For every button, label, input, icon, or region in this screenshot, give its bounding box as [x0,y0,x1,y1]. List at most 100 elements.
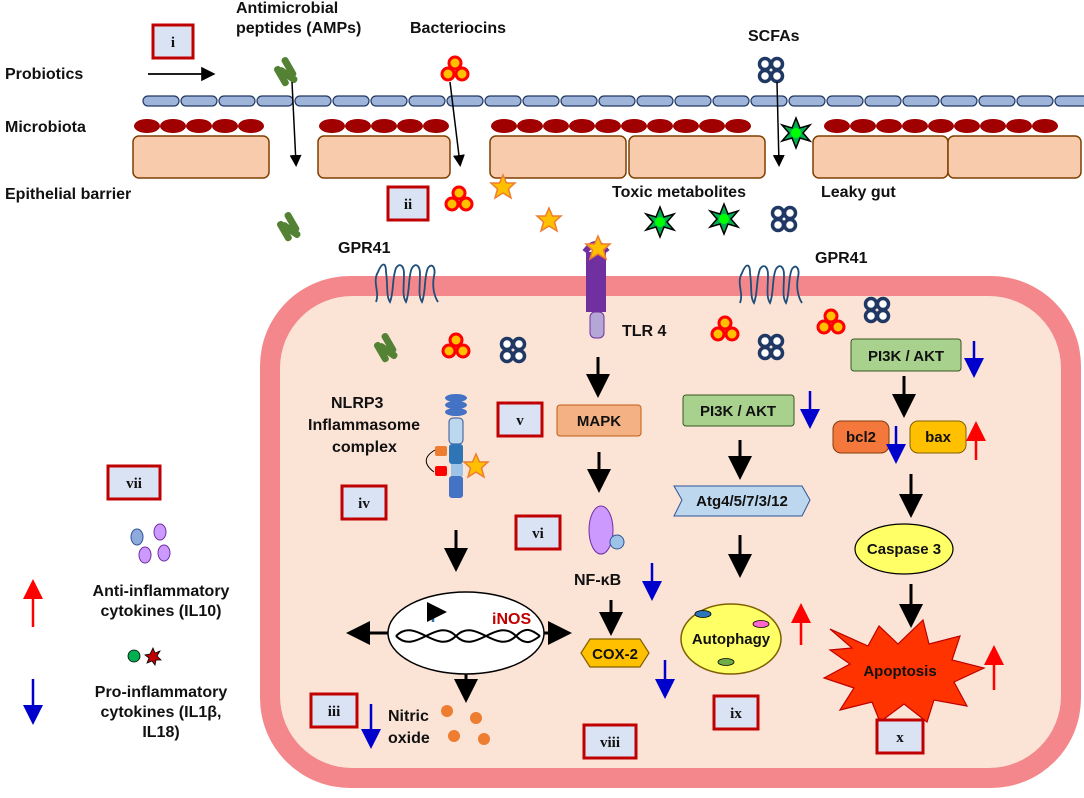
roman-box-iii: iii [309,692,359,729]
probiotics-label: Probiotics [5,66,83,83]
pro-inflammatory-label-line3: IL18) [142,724,179,741]
microbiota-bacterium [850,119,876,133]
amp-molecule-icon [272,55,299,88]
nitric-oxide-label-line2: oxide [388,730,430,747]
pi3k-akt-right-label: PI3K / AKT [868,348,944,365]
membrane-segment [1016,95,1054,107]
bcl2-label: bcl2 [846,429,876,446]
roman-box-v: v [496,401,544,438]
epithelial-barrier-cells [132,135,1082,179]
microbiota-bacterium [876,119,902,133]
scfa-entry-arrow [772,81,785,167]
membrane-segment [864,95,902,107]
microbiota-bacterium [595,119,621,133]
microbiota-bacterium [569,119,595,133]
amp-molecule-icon [275,210,302,243]
pi3k-akt-middle-label: PI3K / AKT [700,403,776,420]
membrane-segment [636,95,674,107]
svg-text:x: x [896,730,904,746]
atg-box [673,485,811,517]
microbiota-bacterium [212,119,238,133]
gpr41-right-label: GPR41 [815,250,868,267]
roman-box-vi: vi [514,514,562,551]
pro-inflammatory-label-line2: cytokines (IL1β, [101,704,222,721]
microbiota-bacterium [517,119,543,133]
microbiota-bacterium [824,119,850,133]
scfas-label: SCFAs [748,28,800,45]
atg-label: Atg4/5/7/3/12 [696,493,788,510]
autophagy-label: Autophagy [692,631,771,648]
microbiota-bacterium [543,119,569,133]
microbiota-bacterium [397,119,423,133]
caspase3-icon [854,523,954,575]
membrane-segment [218,95,256,107]
membrane-segment [370,95,408,107]
svg-text:iii: iii [328,704,341,720]
nfkb-icon [588,505,625,555]
roman-box-ii: ii [386,185,430,222]
inos-dna-icon [387,591,545,675]
nlrp3-label-line1: NLRP3 [331,395,384,412]
cox2-label: COX-2 [592,646,638,663]
autophagy-icon [680,603,782,675]
microbiota-bacterium [902,119,928,133]
bax-label: bax [925,429,952,446]
apoptosis-label: Apoptosis [863,663,936,680]
roman-box-iv: iv [340,484,388,521]
anti-inflammatory-label-line2: cytokines (IL10) [101,603,222,620]
nlrp3-inflammasome-icon [425,394,467,498]
membrane-segment [712,95,750,107]
microbiota-layer [134,119,1058,133]
toxic-metabolite-icon [781,117,811,149]
star-icon [536,207,562,232]
svg-text:iv: iv [358,496,370,512]
svg-text:ix: ix [730,706,742,722]
membrane-segment [978,95,1016,107]
membrane-segment [522,95,560,107]
mapk-label: MAPK [577,413,621,430]
svg-text:ii: ii [404,197,412,213]
anti-inflammatory-label-line1: Anti-inflammatory [93,583,230,600]
apoptosis-burst-icon [822,618,986,724]
membrane-segment [788,95,826,107]
nlrp3-label-line3: complex [332,439,397,456]
bcl2-box [832,420,890,454]
pi3k-akt-right-box [850,338,962,372]
bacteriocins-label: Bacteriocins [410,20,506,37]
membrane-segment [750,95,788,107]
microbiota-bacterium [980,119,1006,133]
roman-box-viii: viii [582,723,638,760]
microbiota-bacterium [725,119,751,133]
caspase3-label: Caspase 3 [867,541,941,558]
membrane-segment [674,95,712,107]
microbiota-bacterium [673,119,699,133]
membrane-segment [408,95,446,107]
microbiota-bacterium [491,119,517,133]
bacteriocin-molecule-icon [444,185,474,212]
cox2-box [580,638,650,668]
pro-inflammatory-label-line1: Pro-inflammatory [95,684,228,701]
microbiota-bacterium [928,119,954,133]
nitric-oxide-molecules-icon [441,705,490,745]
microbiota-bacterium [186,119,212,133]
membrane-segment [560,95,598,107]
cytokine-cluster-icon [130,523,171,564]
membrane-segment [940,95,978,107]
roman-box-vii: vii [106,464,162,501]
toxic-metabolite-icon [709,203,739,235]
bacteriocin-entry-arrow [449,81,465,167]
epithelial-barrier-label: Epithelial barrier [5,186,131,203]
membrane-segment [256,95,294,107]
microbiota-bacterium [647,119,673,133]
toxic-metabolites-label: Toxic metabolites [612,184,746,201]
microbiota-bacterium [954,119,980,133]
microbiota-bacterium [238,119,264,133]
microbiota-bacterium [160,119,186,133]
microbiota-bacterium [134,119,160,133]
membrane-segment [294,95,332,107]
svg-text:vii: vii [126,476,142,492]
svg-text:vi: vi [532,526,544,542]
microbiota-bacterium [1032,119,1058,133]
mucosal-membrane-strip [142,95,1084,107]
gpr41-left-label: GPR41 [338,240,391,257]
